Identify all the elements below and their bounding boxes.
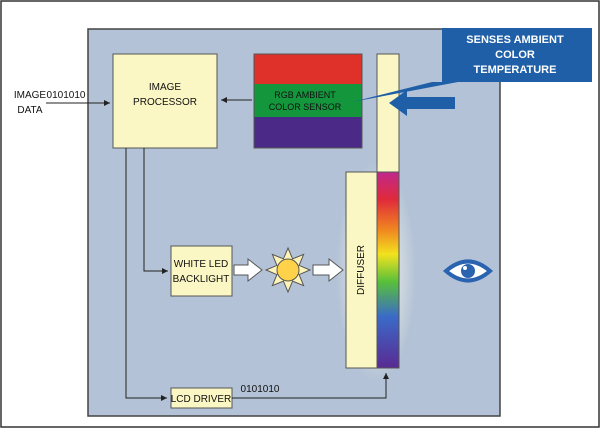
image-processor-block	[112, 53, 218, 149]
processor-to-backlight-line	[143, 148, 168, 274]
lcd-spectrum	[376, 171, 400, 369]
sensor-line2: COLOR SENSOR	[269, 102, 342, 112]
sensor-green-band	[254, 84, 362, 117]
sensor-line1: RGB AMBIENT	[274, 90, 336, 100]
callout-line2: COLOR	[495, 49, 535, 61]
driver-to-lcd-line	[232, 373, 389, 399]
input-bits: 0101010	[47, 90, 86, 101]
callout-line1: SENSES AMBIENT	[466, 34, 564, 46]
processor-to-driver-line	[125, 148, 167, 401]
sensor-red-band	[254, 54, 362, 84]
light-pipe	[376, 53, 400, 175]
ambient-light-arrow	[389, 90, 455, 116]
sun-icon	[264, 246, 312, 294]
callout-line3: TEMPERATURE	[474, 64, 557, 76]
sun-to-diffuser-arrow	[312, 257, 344, 283]
input-label-line2: DATA	[17, 105, 43, 116]
rgb-sensor-block	[253, 53, 363, 149]
image-processor-line1: IMAGE	[149, 82, 182, 93]
driver-bits: 0101010	[241, 384, 280, 395]
image-processor-line2: PROCESSOR	[133, 97, 197, 108]
callout-bubble	[352, 28, 592, 102]
lcd-driver-label: LCD DRIVER	[171, 394, 232, 405]
backlight-line2: BACKLIGHT	[173, 274, 230, 285]
sun-core	[276, 258, 300, 282]
diffuser-label: DIFFUSER	[356, 245, 367, 295]
backlight-block	[170, 245, 233, 297]
input-label-line1: IMAGE	[14, 90, 47, 101]
sensor-purple-band	[254, 117, 362, 148]
eye-icon	[442, 259, 494, 283]
backlight-to-sun-arrow	[233, 257, 263, 283]
eye-iris	[461, 264, 475, 278]
eye-highlight	[463, 266, 467, 270]
backlight-line1: WHITE LED	[174, 259, 228, 270]
